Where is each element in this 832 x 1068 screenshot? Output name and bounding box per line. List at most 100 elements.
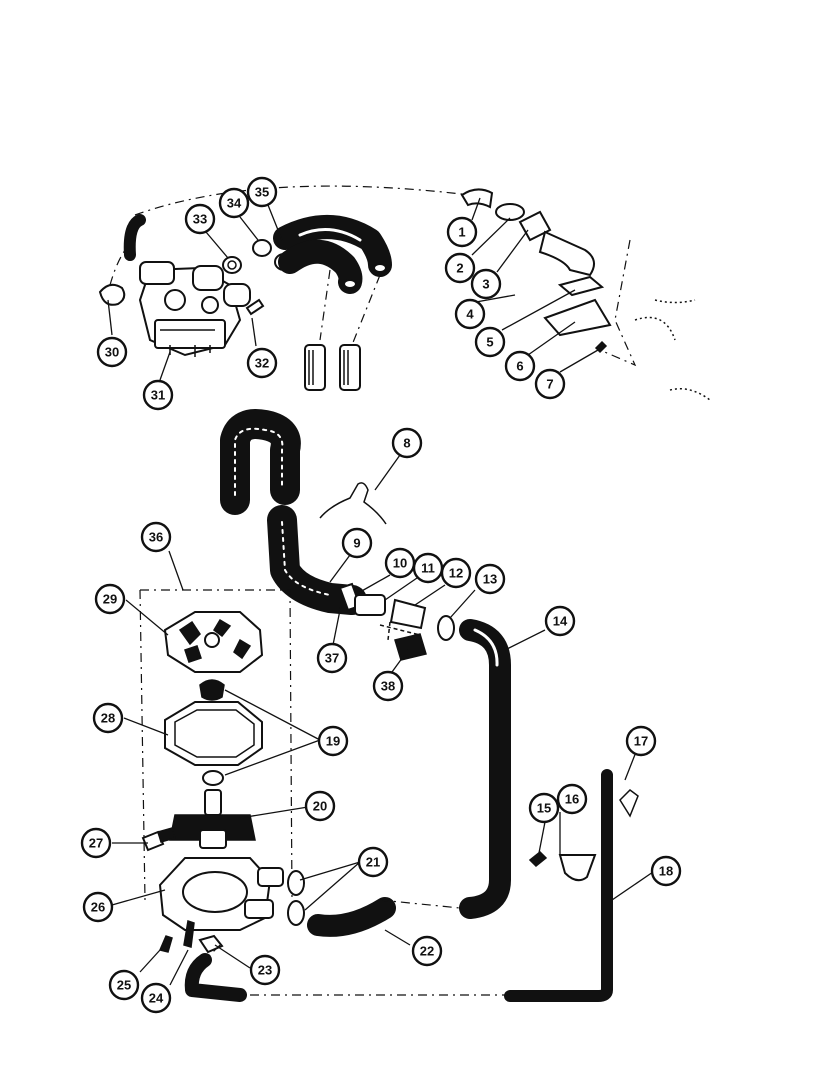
drain-hose (267, 505, 367, 615)
connection-line (319, 269, 331, 341)
svg-text:10: 10 (393, 556, 407, 571)
svg-text:24: 24 (149, 991, 164, 1006)
svg-text:31: 31 (151, 388, 165, 403)
svg-text:1: 1 (458, 225, 465, 240)
clamp (198, 934, 224, 954)
screw (158, 935, 173, 953)
svg-text:14: 14 (553, 614, 568, 629)
screw (528, 850, 548, 868)
callout-38: 38 (372, 670, 404, 702)
svg-text:32: 32 (255, 356, 269, 371)
svg-text:13: 13 (483, 572, 497, 587)
connection-line (134, 185, 471, 216)
svg-text:27: 27 (89, 836, 103, 851)
svg-text:16: 16 (565, 792, 579, 807)
pump-gasket (164, 701, 263, 766)
hose-clamp (287, 870, 305, 896)
svg-text:37: 37 (325, 651, 339, 666)
callout-16: 16 (556, 783, 588, 815)
elbow-connector (538, 230, 595, 277)
svg-text:38: 38 (381, 679, 395, 694)
callout-22: 22 (411, 935, 443, 967)
leader-lines (107, 197, 654, 986)
callout-25: 25 (108, 969, 140, 1001)
callout-7: 7 (534, 368, 566, 400)
tub-edge (634, 299, 711, 401)
pump-outlet-hose (307, 897, 396, 937)
svg-text:17: 17 (634, 734, 648, 749)
callout-11: 11 (412, 552, 444, 584)
svg-text:9: 9 (353, 536, 360, 551)
svg-text:15: 15 (537, 801, 551, 816)
svg-text:36: 36 (149, 530, 163, 545)
callout-32: 32 (246, 347, 278, 379)
svg-text:35: 35 (255, 185, 269, 200)
connection-line (379, 899, 461, 909)
screw (245, 298, 265, 316)
impeller (169, 789, 256, 849)
plug (141, 830, 165, 852)
svg-text:12: 12 (449, 566, 463, 581)
callout-9: 9 (341, 527, 373, 559)
callout-10: 10 (384, 547, 416, 579)
callout-18: 18 (650, 855, 682, 887)
connection-line (204, 944, 221, 961)
drain-hose-long (459, 619, 511, 919)
spring-clip (319, 482, 387, 525)
svg-text:18: 18 (659, 864, 673, 879)
callout-14: 14 (544, 605, 576, 637)
callout-4: 4 (454, 298, 486, 330)
svg-text:11: 11 (421, 561, 435, 576)
svg-text:20: 20 (313, 799, 327, 814)
washer (202, 770, 224, 786)
callout-19: 19 (317, 725, 349, 757)
plug (394, 633, 427, 661)
callout-15: 15 (528, 792, 560, 824)
svg-text:29: 29 (103, 592, 117, 607)
hose-fittings (304, 344, 361, 391)
hose-clamp (287, 900, 305, 926)
strainer-washer (222, 256, 242, 274)
part-1 (460, 188, 494, 209)
svg-text:33: 33 (193, 212, 207, 227)
drain-hose-l-shaped (504, 769, 613, 1002)
callout-2: 2 (444, 252, 476, 284)
callout-5: 5 (474, 326, 506, 358)
callout-12: 12 (440, 557, 472, 589)
svg-text:23: 23 (258, 963, 272, 978)
svg-text:8: 8 (403, 436, 410, 451)
drain-hose-corrugated (220, 409, 301, 515)
callout-3: 3 (470, 268, 502, 300)
svg-text:6: 6 (516, 359, 523, 374)
callout-6: 6 (504, 350, 536, 382)
svg-text:21: 21 (366, 855, 380, 870)
svg-text:5: 5 (486, 335, 493, 350)
callout-37: 37 (316, 642, 348, 674)
pump-body (158, 857, 284, 931)
callout-33: 33 (184, 203, 216, 235)
callout-1: 1 (446, 216, 478, 248)
bracket (619, 789, 639, 818)
svg-text:25: 25 (117, 978, 131, 993)
water-valve-assembly (138, 261, 251, 357)
svg-text:26: 26 (91, 900, 105, 915)
small-elbow-hose (98, 214, 146, 306)
svg-text:7: 7 (546, 377, 553, 392)
callout-31: 31 (142, 379, 174, 411)
svg-text:3: 3 (482, 277, 489, 292)
screw (594, 340, 608, 354)
nut (199, 679, 225, 701)
callout-21: 21 (357, 846, 389, 878)
callout-30: 30 (96, 336, 128, 368)
callout-29: 29 (94, 583, 126, 615)
filter-screen (557, 275, 605, 297)
adapter (518, 210, 552, 242)
callout-34: 34 (218, 187, 250, 219)
gasket (543, 298, 612, 337)
svg-text:4: 4 (466, 307, 474, 322)
connector-nipple (389, 598, 427, 630)
clamp (495, 203, 525, 221)
inlet-hoses (273, 215, 392, 294)
callout-8: 8 (391, 427, 423, 459)
